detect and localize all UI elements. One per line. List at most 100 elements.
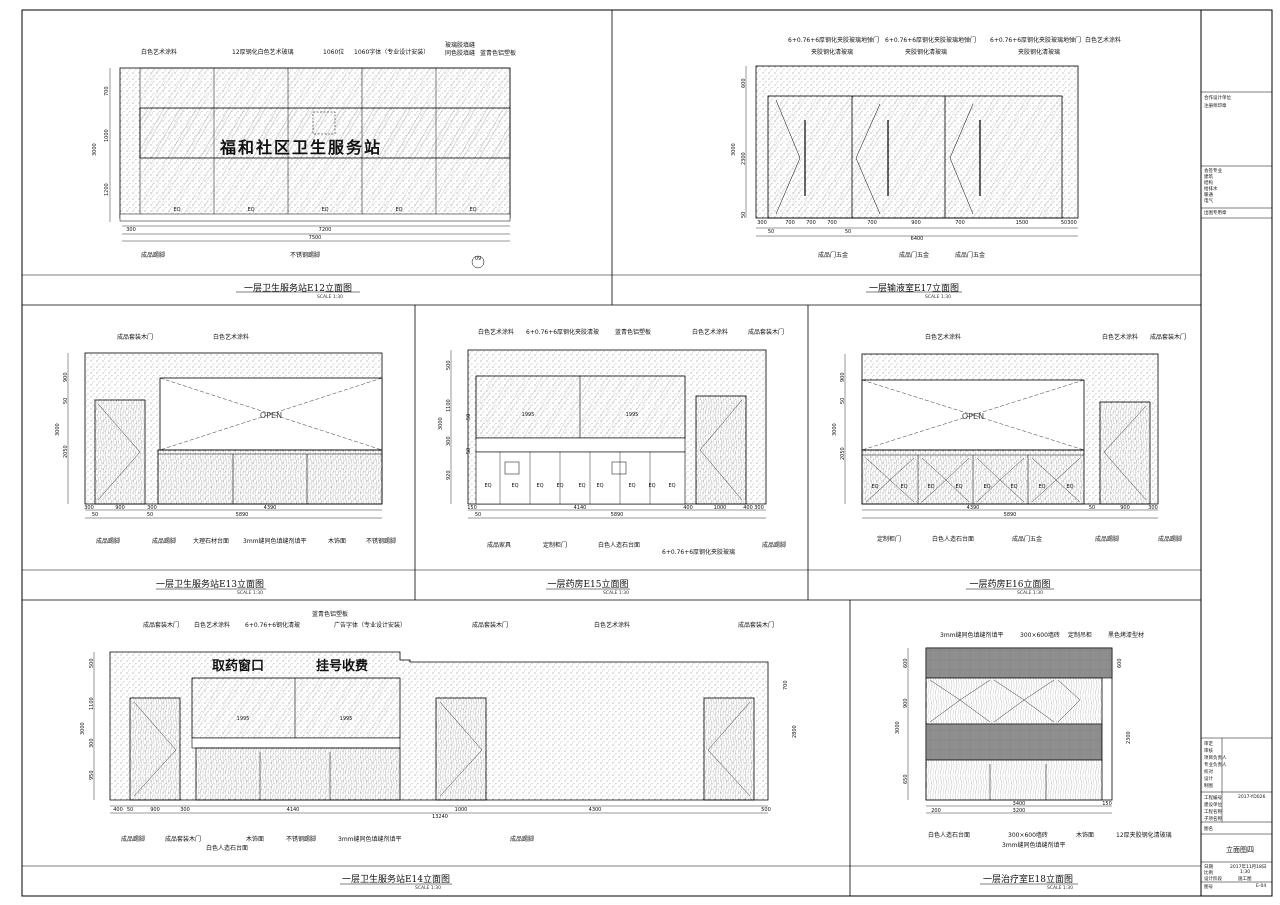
e16-label: 白色艺术涂料 [925,334,962,341]
e17-vdim: 2300 [741,152,747,165]
e14-vdim: 950 [89,770,95,780]
e13-scale: SCALE 1:30 [237,591,263,596]
tb-cell: 工程名称 [1204,810,1222,815]
e17-title: 一层输液室E17立面图 [868,284,960,294]
e17-scale: SCALE 1:30 [925,295,951,300]
tb-cell: 子项名称 [1204,817,1222,822]
e17-hdim: 1500 [1015,220,1029,226]
e15-title: 一层药房E15立面图 [547,580,629,590]
e15-label: 定制柜门 [543,542,568,549]
e13-label: 不锈钢踢脚 [366,538,397,545]
e13-vdim: 900 [63,372,69,382]
e17-label: 成品门五金 [955,252,986,259]
tb-cell: 设计阶段 [1204,877,1222,882]
e15-vdim: 500 [446,360,452,370]
e14-label: 成品套装木门 [165,836,202,843]
e17-label: 白色艺术涂料 [1085,37,1122,44]
e13-vdim: 3000 [55,423,61,436]
e16-eq: EQ [1038,484,1046,490]
e16-label: 成品套装木门 [1150,334,1187,341]
e18-label: 3mm缝同色填缝剂填平 [940,632,1004,639]
e13-title: 一层卫生服务站E13立面图 [155,580,265,590]
tb-cell: 建筑 [1204,175,1213,180]
e16-eq: EQ [871,484,879,490]
e17-label: 6+0.76+6厚钢化夹胶玻璃地弹门 [788,37,880,44]
e17-label: 夹胶钢化清玻璃 [811,49,854,56]
e15-elevation [450,349,767,519]
e15-hdim: 300 [754,505,764,511]
e14-label: 成品套装木门 [472,622,509,629]
tb-cell: 校对 [1204,770,1213,775]
tb-cell: 结构 [1204,181,1213,186]
tb-date: 2017年11月18日 [1230,865,1267,870]
e14-label: 白色人造石台面 [206,845,249,852]
e17-hdim: 50 [767,229,775,235]
e15-hdim: 50 [474,512,482,518]
e15-label: 蓝青色铝塑板 [615,329,652,336]
e18-vdim: 2300 [1126,731,1132,744]
tb-sheet-name: 立面图四 [1226,846,1254,854]
tb-cell: 设计 [1204,777,1213,782]
e13-label: 木饰面 [328,538,347,545]
e16-eq: EQ [955,484,963,490]
e15-eq: EQ [578,483,586,489]
e14-hdim: 900 [150,807,160,813]
e15-vdim: 50 [466,447,472,454]
e17-hdim: 300 [1067,220,1077,226]
e12-detail-tag: 09 [474,256,482,262]
e16-label: 成品踢脚 [1158,536,1183,543]
tb-cell: 图名 [1204,827,1213,832]
e14-hdim: 500 [761,807,771,813]
e15-eq: EQ [484,483,492,489]
e16-label: 白色艺术涂料 [1102,334,1139,341]
e18-vdim: 3000 [895,721,901,734]
e12-label: 同色胶填缝 [445,50,476,57]
e12-vdim: 700 [104,86,110,96]
e14-sign-left: 取药窗口 [212,659,265,674]
e15-hdim: 400 [743,505,753,511]
tb-cell: 制图 [1204,784,1213,789]
e17-hdim: 700 [955,220,965,226]
e15-label: 6+0.76+6厚钢化夹胶玻璃 [662,549,736,556]
e12-vdim: 3000 [92,143,98,156]
e16-hdim: 50 [1088,505,1096,511]
e15-label: 白色人造石台面 [598,542,641,549]
e12-label: 蓝青色铝塑板 [480,50,517,57]
e18-hdim: 3400 [1012,801,1026,807]
e18-hdim: 3200 [1012,808,1026,814]
e14-hdim: 50 [126,807,134,813]
e18-scale: SCALE 1:30 [1047,886,1073,891]
e18-hdim: 150 [1102,801,1112,807]
e16-hdim: 300 [1148,505,1158,511]
e13-hdim: 300 [147,505,157,511]
e12-label: 不锈钢踢脚 [290,252,321,259]
e14-label: 木饰面 [246,836,265,843]
e12-label: 玻璃胶填缝 [445,42,476,49]
e17-label: 6+0.76+6厚钢化夹胶玻璃地弹门 [885,37,977,44]
e13-hdim: 50 [91,512,99,518]
tb-cell: 审定 [1204,742,1213,747]
title-block-grid [1201,91,1272,883]
tb-cell: 日期 [1204,865,1213,870]
e14-elevation [93,651,769,814]
e13-hdim: 5890 [235,512,249,518]
tb-cell: 电气 [1204,199,1213,204]
e14-label: 不锈钢踢脚 [286,836,317,843]
e12-label: 成品踢脚 [141,252,166,259]
e12-hdim: 300 [126,227,136,233]
e17-hdim: 700 [827,220,837,226]
tb-cell: 项目负责人 [1204,756,1227,761]
e15-scale: SCALE 1:30 [603,591,629,596]
e15-label: 成品踢脚 [762,542,787,549]
e16-hdim: 5890 [1003,512,1017,518]
e18-label: 白色人造石台面 [928,832,971,839]
e17-hdim: 50 [1060,220,1068,226]
e14-label: 蓝青色铝塑板 [312,611,349,618]
e17-vdim: 600 [741,78,747,88]
e14-label: 成品套装木门 [738,622,775,629]
e17-label: 6+0.76+6厚钢化夹胶玻璃地弹门 [990,37,1082,44]
e14-label: 广告字体（专业设计安装） [334,622,407,629]
e17-label: 成品门五金 [818,252,849,259]
e15-hdim: 5890 [610,512,624,518]
e12-label: 1060字体（专业设计安装） [354,49,430,56]
